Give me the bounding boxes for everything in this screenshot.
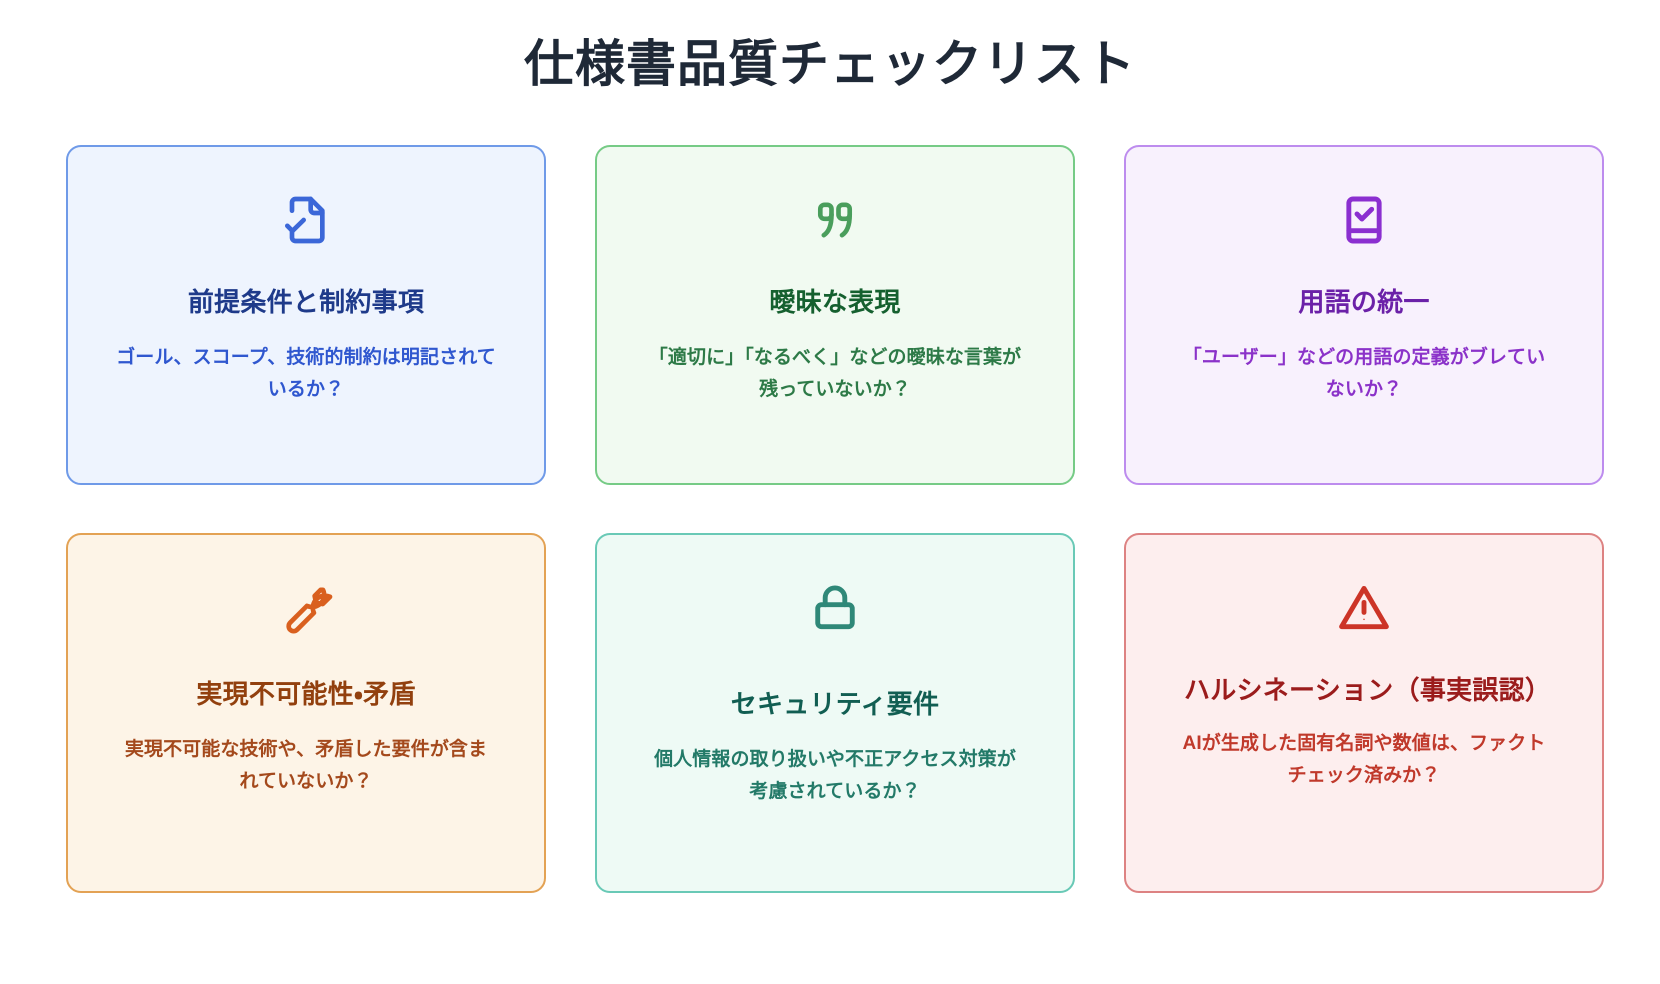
page-title: 仕様書品質チェックリスト	[524, 36, 1136, 92]
checklist-card-security-requirements[interactable]: セキュリティ要件 個人情報の取り扱いや不正アクセス対策が考慮されているか？	[595, 533, 1075, 893]
book-check-icon	[1335, 191, 1393, 249]
card-title: 前提条件と制約事項	[187, 287, 425, 317]
card-body: 実現不可能な技術や、矛盾した要件が含まれていないか？	[124, 739, 488, 793]
document-check-icon	[277, 191, 335, 249]
quote-icon	[806, 191, 864, 249]
card-body: AIが生成した固有名詞や数値は、ファクトチェック済みか？	[1182, 733, 1546, 787]
checklist-card-infeasibility-contradiction[interactable]: 実現不可能性・矛盾 実現不可能な技術や、矛盾した要件が含まれていないか？	[66, 533, 546, 893]
card-body: 「適切に」「なるべく」などの曖昧な言葉が残っていないか？	[648, 347, 1022, 401]
lock-icon	[806, 579, 864, 637]
card-body: ゴール、スコープ、技術的制約は明記されているか？	[116, 347, 496, 401]
card-title: セキュリティ要件	[730, 689, 940, 719]
card-title: 用語の統一	[1298, 287, 1430, 317]
checklist-card-terminology-consistency[interactable]: 用語の統一 「ユーザー」などの用語の定義がブレていないか？	[1124, 145, 1604, 485]
card-title: 曖昧な表現	[769, 287, 901, 317]
checklist-card-assumptions-constraints[interactable]: 前提条件と制約事項 ゴール、スコープ、技術的制約は明記されているか？	[66, 145, 546, 485]
checklist-card-hallucination-factual-error[interactable]: ハルシネーション（事実誤認） AIが生成した固有名詞や数値は、ファクトチェック済…	[1124, 533, 1604, 893]
warning-triangle-icon	[1335, 579, 1393, 637]
wrench-icon	[277, 579, 335, 637]
card-body: 個人情報の取り扱いや不正アクセス対策が考慮されているか？	[654, 749, 1016, 803]
checklist-card-ambiguous-expressions[interactable]: 曖昧な表現 「適切に」「なるべく」などの曖昧な言葉が残っていないか？	[595, 145, 1075, 485]
card-title: ハルシネーション（事実誤認）	[1184, 675, 1552, 705]
card-body: 「ユーザー」などの用語の定義がブレていないか？	[1182, 347, 1546, 401]
checklist-card-grid: 前提条件と制約事項 ゴール、スコープ、技術的制約は明記されているか？ 曖昧な表現…	[0, 145, 1660, 893]
card-title: 実現不可能性・矛盾	[196, 679, 416, 709]
